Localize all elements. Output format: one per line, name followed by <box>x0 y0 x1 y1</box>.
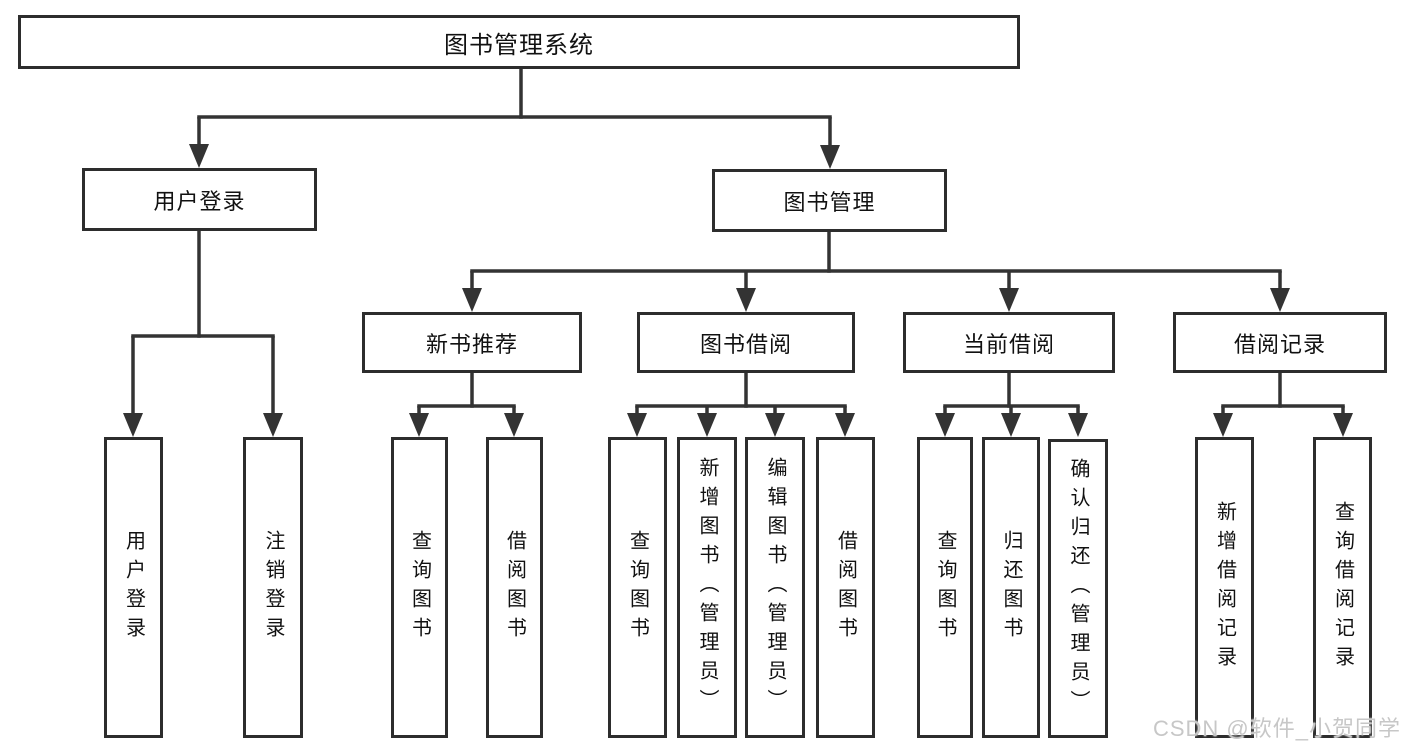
leaf-label: 借阅图书 <box>503 529 526 646</box>
leaf-return-books: 归还图书 <box>982 437 1040 738</box>
leaf-edit-books-admin: 编辑图书（管理员） <box>745 437 805 738</box>
leaf-borrow-books-borrowing: 借阅图书 <box>816 437 875 738</box>
leaf-label: 查询图书 <box>408 529 431 646</box>
leaf-label: 用户登录 <box>122 529 145 646</box>
node-new-book-recommend: 新书推荐 <box>362 312 582 373</box>
node-current-borrowing: 当前借阅 <box>903 312 1115 373</box>
leaf-label: 查询图书 <box>934 529 956 646</box>
leaf-user-login: 用户登录 <box>104 437 163 738</box>
node-borrowing-records: 借阅记录 <box>1173 312 1387 373</box>
leaf-query-books-current: 查询图书 <box>917 437 973 738</box>
leaf-label: 借阅图书 <box>834 529 857 646</box>
node-user-login: 用户登录 <box>82 168 317 231</box>
leaf-label: 新增图书（管理员） <box>696 457 718 718</box>
leaf-label: 注销登录 <box>262 529 284 646</box>
leaf-label: 查询借阅记录 <box>1331 500 1354 675</box>
leaf-label: 编辑图书（管理员） <box>764 457 786 718</box>
leaf-label: 新增借阅记录 <box>1213 500 1236 675</box>
leaf-borrow-books-recommend: 借阅图书 <box>486 437 543 738</box>
leaf-query-books-recommend: 查询图书 <box>391 437 448 738</box>
leaf-query-books-borrowing: 查询图书 <box>608 437 667 738</box>
leaf-add-borrow-record: 新增借阅记录 <box>1195 437 1254 738</box>
node-book-borrowing: 图书借阅 <box>637 312 855 373</box>
leaf-label: 查询图书 <box>626 529 649 646</box>
node-library-management-system: 图书管理系统 <box>18 15 1020 69</box>
node-book-management: 图书管理 <box>712 169 947 232</box>
leaf-label: 确认归还（管理员） <box>1067 458 1089 719</box>
leaf-logout: 注销登录 <box>243 437 303 738</box>
leaf-confirm-return-admin: 确认归还（管理员） <box>1048 439 1108 738</box>
leaf-label: 归还图书 <box>1000 529 1022 646</box>
leaf-add-books-admin: 新增图书（管理员） <box>677 437 737 738</box>
leaf-query-borrow-record: 查询借阅记录 <box>1313 437 1372 738</box>
